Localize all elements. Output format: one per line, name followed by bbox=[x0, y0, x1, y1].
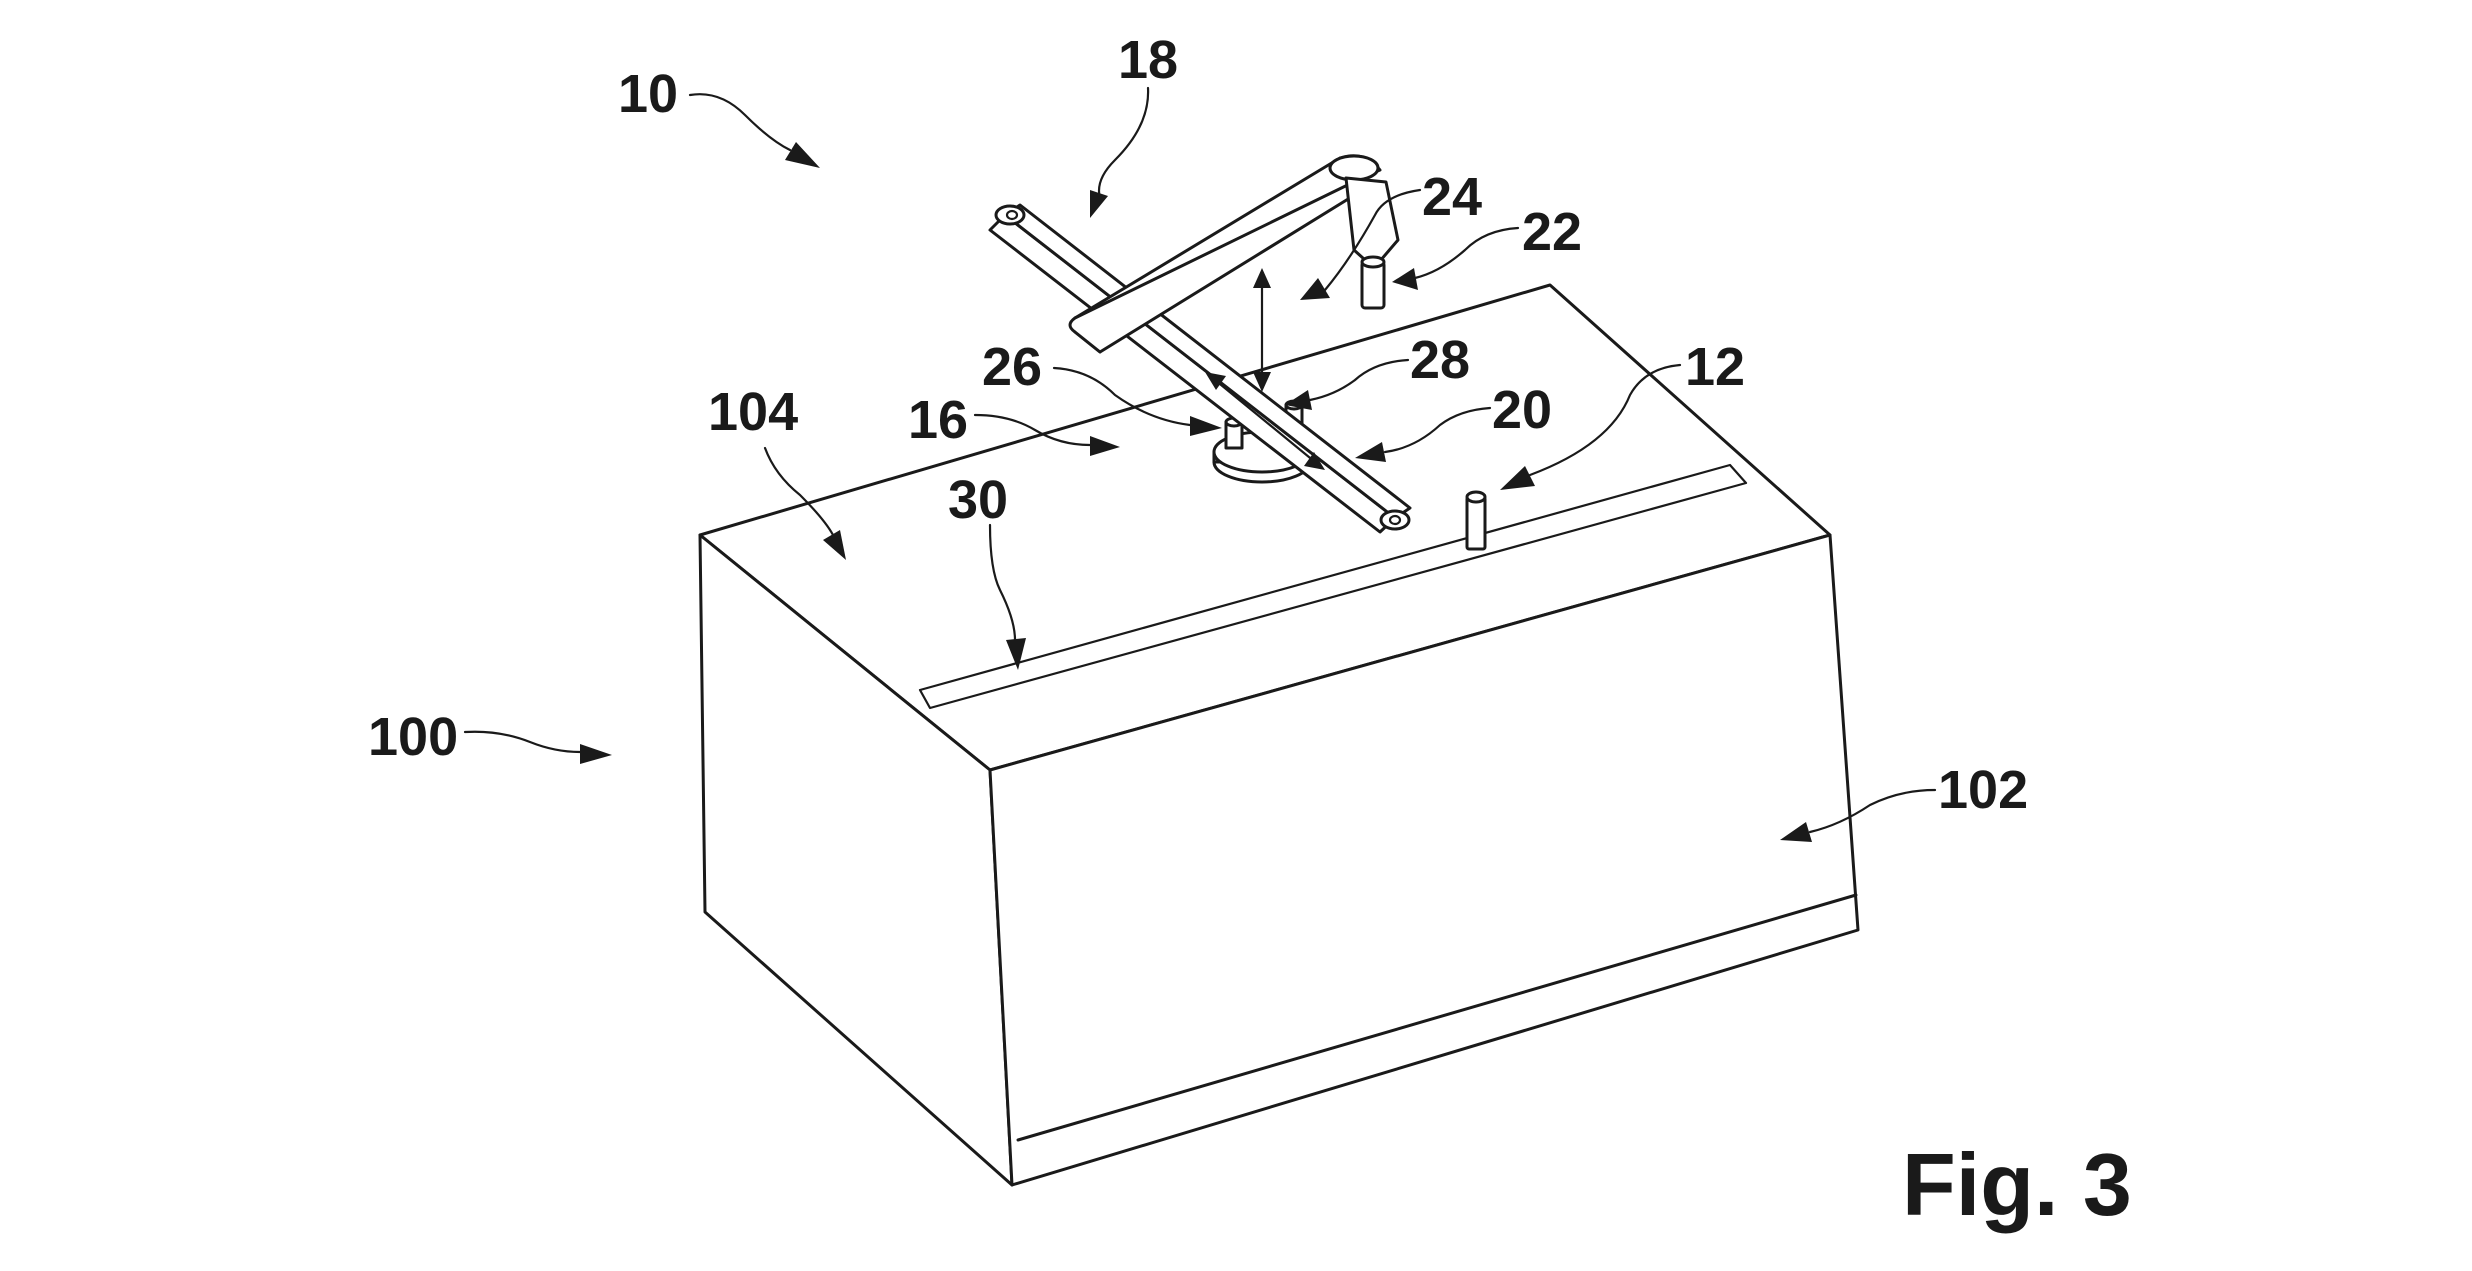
ref-pin: 12 bbox=[1685, 337, 1745, 397]
lower-arm bbox=[988, 203, 1412, 534]
ref-arm: 18 bbox=[1118, 30, 1178, 90]
ref-base-joint: 16 bbox=[908, 390, 968, 450]
housing-box bbox=[698, 283, 1860, 1187]
motion-arrows bbox=[1205, 268, 1325, 470]
figure-caption: Fig. 3 bbox=[1902, 1135, 2132, 1234]
ref-rotation-axis-a: 26 bbox=[982, 337, 1042, 397]
upper-arm bbox=[1068, 154, 1400, 354]
ref-rotation-axis-b: 28 bbox=[1410, 330, 1470, 390]
leader-lines bbox=[463, 86, 1937, 842]
reference-numerals: 10 18 24 22 26 28 16 20 12 104 30 100 10… bbox=[368, 30, 2028, 820]
front-bottom-edge bbox=[1016, 893, 1858, 1142]
pin bbox=[1465, 490, 1487, 551]
slot bbox=[918, 463, 1748, 710]
ref-housing: 100 bbox=[368, 707, 458, 767]
ref-system: 10 bbox=[618, 64, 678, 124]
front-face bbox=[988, 533, 1860, 1187]
ref-slot: 30 bbox=[948, 470, 1008, 530]
ref-turntable: 20 bbox=[1492, 380, 1552, 440]
ref-vertical-axis: 24 bbox=[1422, 167, 1482, 227]
ref-front-face: 102 bbox=[1938, 760, 2028, 820]
ref-top-face: 104 bbox=[708, 382, 798, 442]
ref-tool: 22 bbox=[1522, 202, 1582, 262]
